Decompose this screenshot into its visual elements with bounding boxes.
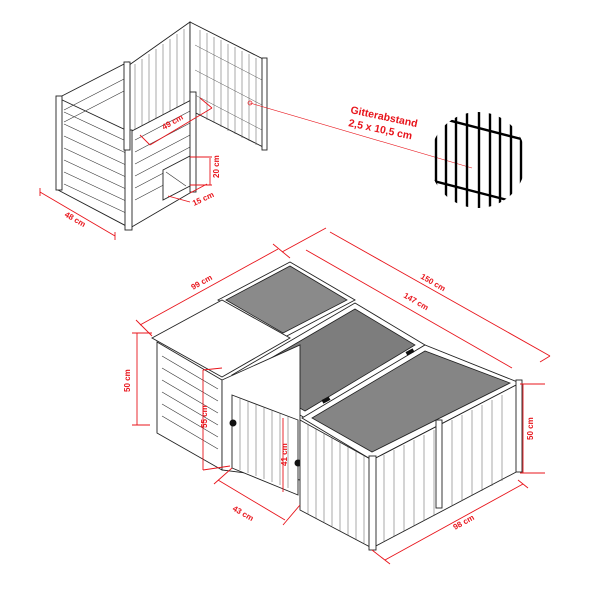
lid-handle-icon <box>405 348 415 356</box>
grid-callout: Gitterabstand 2,5 x 10,5 cm <box>247 100 526 208</box>
dim-run-width: 98 cm <box>452 513 476 532</box>
back-mesh <box>134 29 263 145</box>
dim-detail-door-width: 15 cm <box>191 190 215 208</box>
dim-door-height: 41 cm <box>280 443 289 466</box>
dim-run-height: 50 cm <box>526 417 535 440</box>
dim-detail-door-height: 20 cm <box>212 155 221 178</box>
dim-house-depth: 99 cm <box>190 273 214 292</box>
entry-hole <box>162 155 191 201</box>
dim-house-height: 50 cm <box>123 369 132 392</box>
dim-door-width: 43 cm <box>231 504 255 523</box>
main-hutch-view <box>151 261 523 551</box>
run-door <box>231 394 299 496</box>
dim-house-inner-height: 55 cm <box>200 405 209 428</box>
detail-house-view <box>55 21 268 231</box>
latch-icon <box>229 419 237 427</box>
lid-handle-icon <box>321 396 331 404</box>
dim-inner-length: 147 cm <box>402 291 430 312</box>
